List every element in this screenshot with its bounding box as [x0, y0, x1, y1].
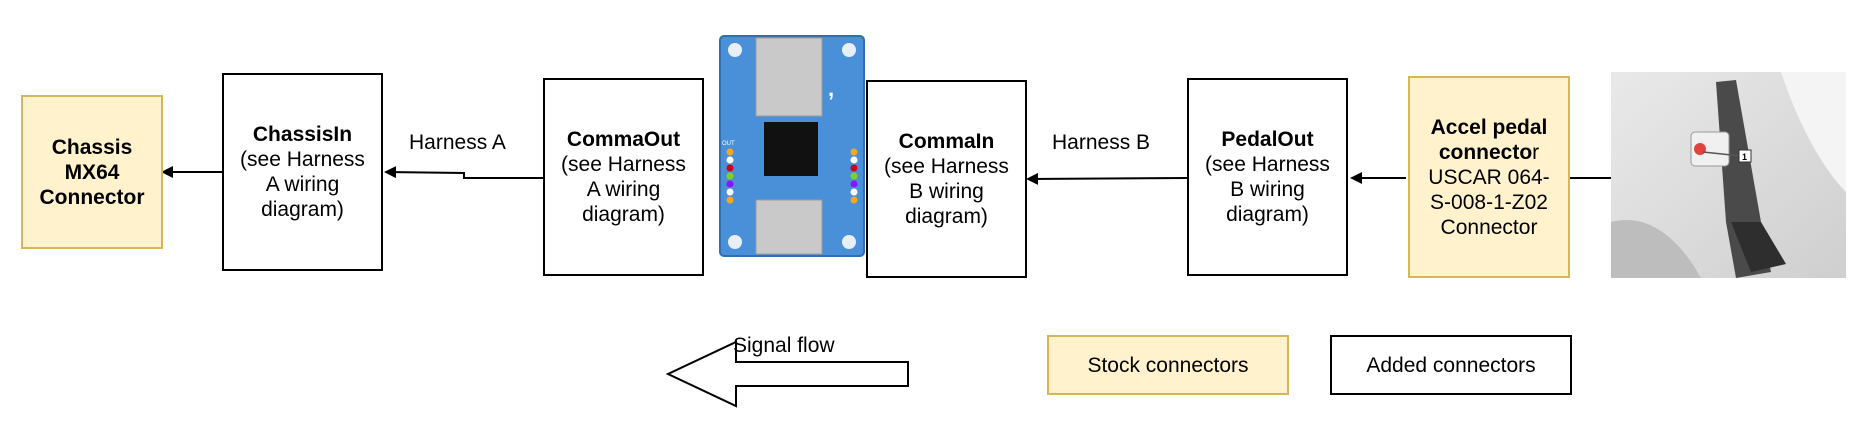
node-line: Connector: [1440, 215, 1538, 239]
signal-flow-arrow: [665, 340, 909, 408]
node-title: ChassisIn: [252, 123, 353, 146]
node-title: CommaIn: [898, 130, 995, 153]
accel-pedal-connector: Accel pedal connector USCAR 064- S-008-1…: [1408, 76, 1570, 278]
node-line: A wiring: [586, 178, 661, 201]
accelerator-pedal-image: 1: [1611, 72, 1846, 278]
node-title: Accel pedal: [1430, 115, 1548, 139]
pedal-out-node: PedalOut (see Harness B wiring diagram): [1187, 78, 1348, 276]
node-line: Chassis: [51, 135, 133, 159]
pedal-callout-number: 1: [1742, 152, 1747, 162]
node-line: (see Harness: [240, 148, 365, 171]
svg-text:OUT: OUT: [722, 141, 735, 147]
node-line: (see Harness: [1205, 153, 1330, 176]
node-line: B wiring: [909, 180, 984, 203]
comma-in-node: CommaIn (see Harness B wiring diagram): [866, 80, 1027, 278]
legend-label: Added connectors: [1366, 353, 1536, 377]
node-title-line2: connector: [1439, 140, 1539, 165]
node-title-rest: r: [1532, 140, 1540, 164]
legend-stock-connectors: Stock connectors: [1047, 335, 1289, 395]
node-line: diagram): [1226, 203, 1309, 226]
signal-flow-label: Signal flow: [733, 334, 835, 357]
node-line: (see Harness: [884, 155, 1009, 178]
node-line: diagram): [582, 203, 665, 226]
chassis-mx64-connector: Chassis MX64 Connector: [21, 95, 163, 249]
node-line: Connector: [39, 185, 145, 209]
node-line: USCAR 064-: [1428, 165, 1550, 189]
node-line: diagram): [261, 198, 344, 221]
legend-added-connectors: Added connectors: [1330, 335, 1572, 395]
node-line: A wiring: [265, 173, 340, 196]
node-title: PedalOut: [1221, 128, 1314, 151]
board-pins: [726, 148, 858, 204]
comma-interceptor-board-image: , OUT: [719, 35, 865, 257]
node-line: (see Harness: [561, 153, 686, 176]
chassis-in-node: ChassisIn (see Harness A wiring diagram): [222, 73, 383, 271]
legend-label: Stock connectors: [1087, 353, 1249, 377]
svg-text:,: ,: [828, 76, 834, 101]
node-line: diagram): [905, 205, 988, 228]
edge-harness-a: [384, 166, 543, 179]
harness-b-label: Harness B: [1052, 131, 1151, 154]
comma-out-node: CommaOut (see Harness A wiring diagram): [543, 78, 704, 276]
node-line: S-008-1-Z02: [1430, 190, 1548, 214]
node-title: CommaOut: [566, 128, 681, 151]
node-line: MX64: [64, 160, 120, 184]
harness-a-label: Harness A: [409, 131, 506, 154]
edge-harness-b: [1026, 172, 1188, 185]
node-title-bold-part: connecto: [1438, 140, 1533, 164]
node-line: B wiring: [1230, 178, 1305, 201]
